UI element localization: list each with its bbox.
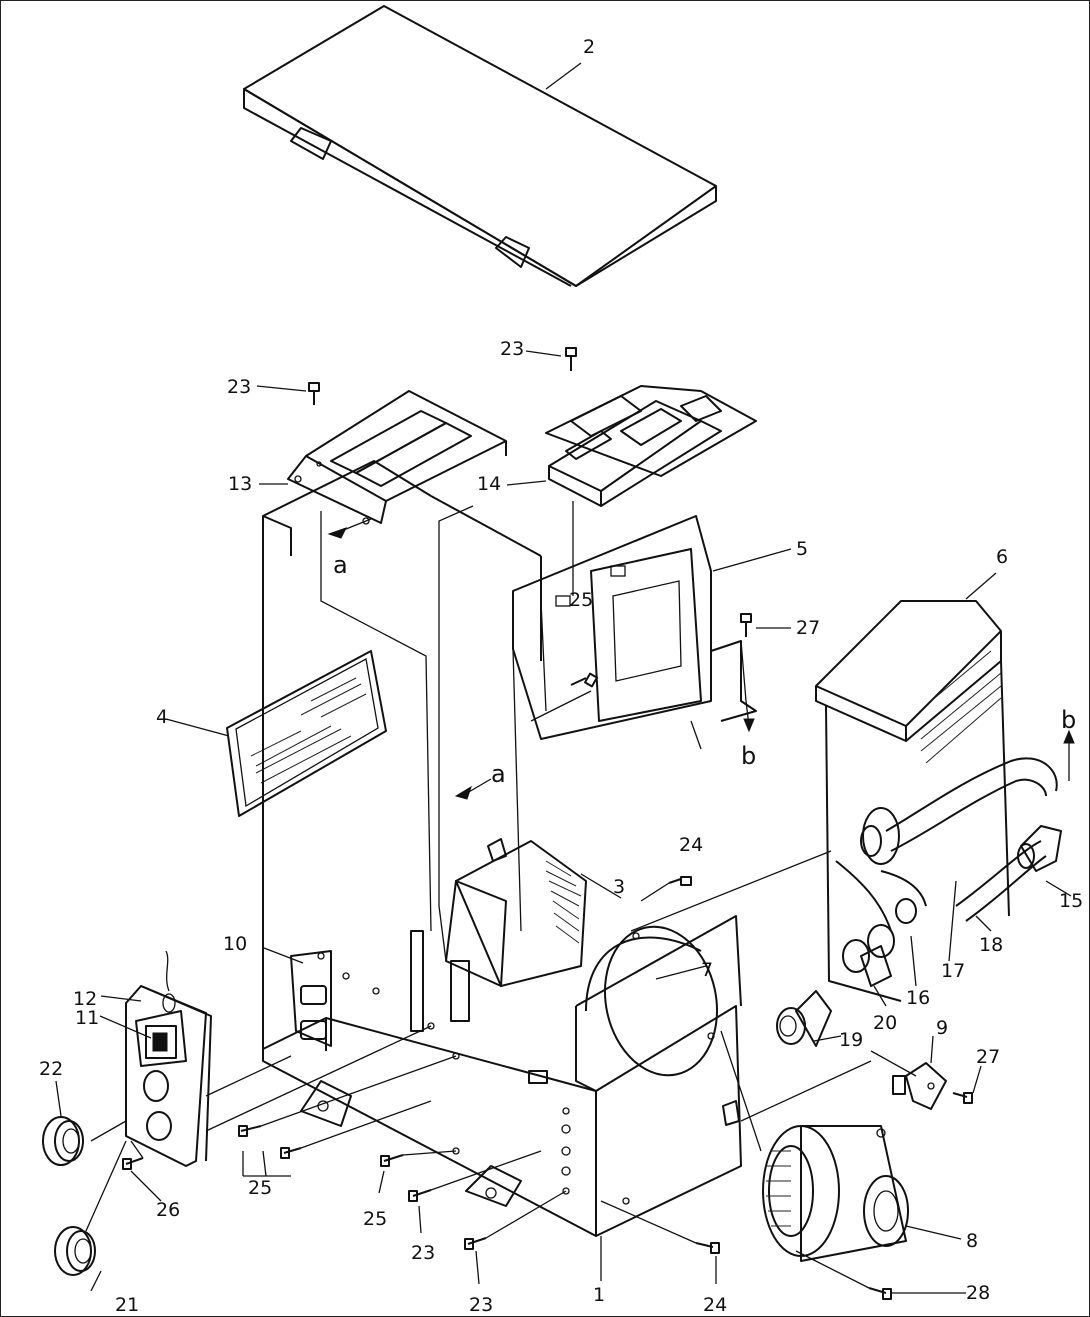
callout-14: 14 [477, 473, 501, 495]
callout-25-b: 25 [248, 1177, 272, 1199]
callout-25-c: 25 [363, 1208, 387, 1230]
right-bracket [545, 385, 757, 507]
window-glass [226, 650, 387, 817]
ref-b-2: b [1061, 706, 1076, 734]
blower-motor [762, 1125, 909, 1262]
resistor-block [892, 1062, 947, 1110]
callout-27-b: 27 [976, 1046, 1000, 1068]
callout-9: 9 [936, 1017, 948, 1039]
callout-8: 8 [966, 1230, 978, 1252]
callout-2: 2 [583, 36, 595, 58]
top-cover-plate [243, 5, 717, 287]
grommet-21 [54, 1226, 96, 1276]
callout-3: 3 [613, 876, 625, 898]
callout-21: 21 [115, 1294, 139, 1316]
ref-a-1: a [333, 551, 348, 579]
callout-17: 17 [941, 960, 965, 982]
pipe-fittings [290, 950, 548, 1155]
callout-5: 5 [796, 538, 808, 560]
left-bracket [287, 390, 507, 525]
callout-23-b: 23 [500, 338, 524, 360]
hose-clamps [842, 924, 895, 987]
leader-lines [55, 62, 1072, 1294]
switch-panel [125, 950, 212, 1167]
callout-19: 19 [839, 1029, 863, 1051]
callout-18: 18 [979, 934, 1003, 956]
heater-core [410, 838, 587, 1032]
callout-22: 22 [39, 1058, 63, 1080]
radiator-unit [815, 600, 1062, 1002]
callout-1: 1 [593, 1284, 605, 1306]
callout-7: 7 [701, 959, 713, 981]
ref-a-2: a [491, 760, 506, 788]
callout-23-a: 23 [227, 376, 251, 398]
callout-23-c: 23 [411, 1242, 435, 1264]
callout-27-a: 26 [156, 1199, 180, 1221]
callout-24-b: 24 [703, 1294, 727, 1316]
callout-10: 10 [223, 933, 247, 955]
callout-12: 12 [73, 988, 97, 1010]
callout-15: 15 [1059, 890, 1083, 912]
callout-23-d: 23 [469, 1294, 493, 1316]
reference-arrows [327, 518, 1075, 800]
callout-25-a: 25 [569, 589, 593, 611]
grommet-22 [42, 1116, 84, 1166]
callout-28: 28 [966, 1282, 990, 1304]
ref-b-1: b [741, 742, 756, 770]
callout-16: 16 [906, 987, 930, 1009]
inner-panel [512, 515, 757, 750]
bolts [122, 347, 973, 1300]
callout-4: 4 [156, 706, 168, 728]
callout-11: 11 [75, 1007, 99, 1029]
elbow-fitting [776, 990, 832, 1047]
callout-20: 20 [873, 1012, 897, 1034]
callout-26: 27 [796, 617, 820, 639]
callout-labels: 2 23 23 13 14 5 6 27 4 25 24 3 7 10 12 1… [39, 36, 1083, 1316]
callout-6: 6 [996, 546, 1008, 568]
callout-24-a: 24 [679, 834, 703, 856]
callout-13: 13 [228, 473, 252, 495]
main-housing [262, 460, 742, 1237]
